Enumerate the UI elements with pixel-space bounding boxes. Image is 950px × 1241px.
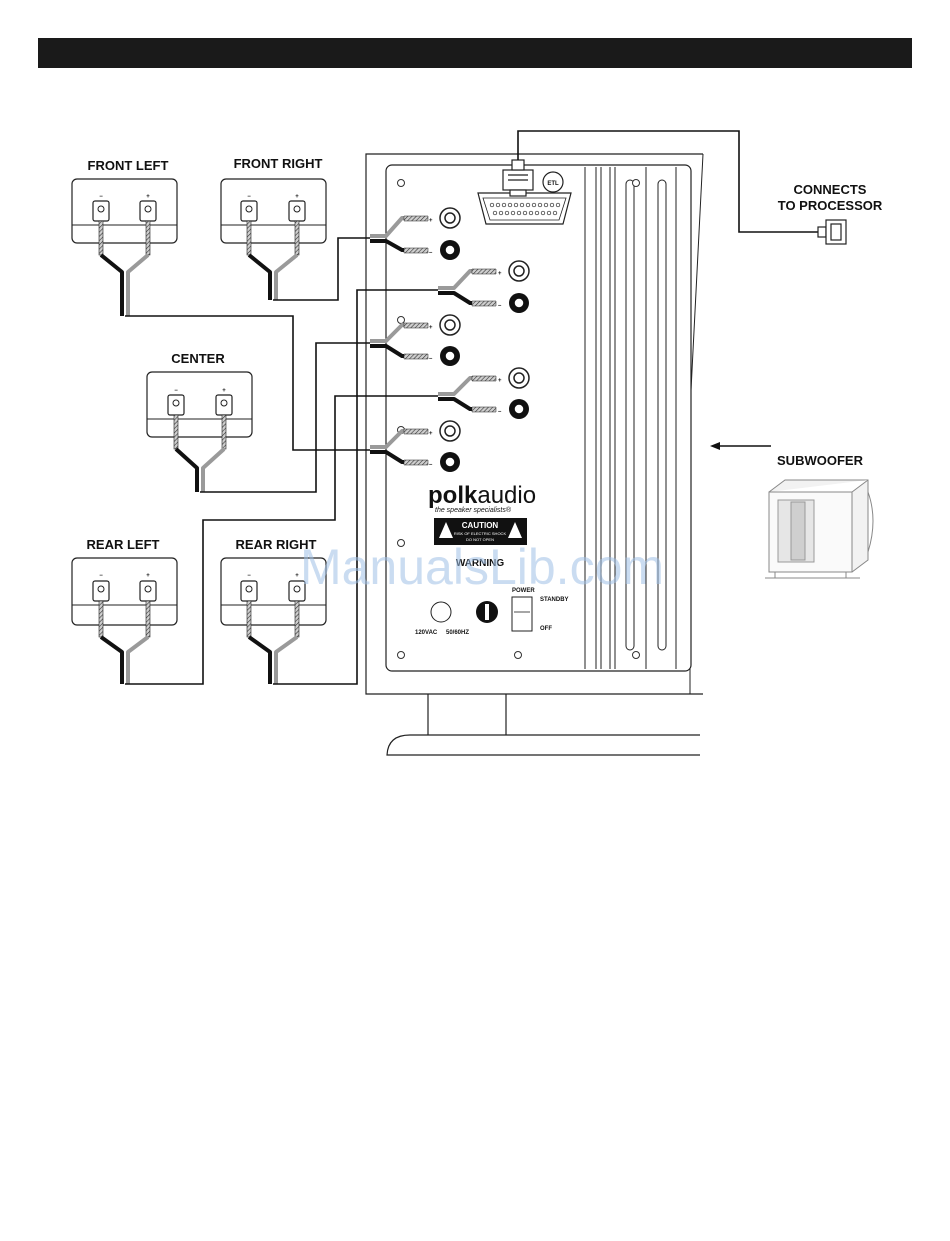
svg-text:CENTER: CENTER (171, 351, 225, 366)
svg-text:+: + (498, 378, 502, 384)
svg-text:ETL: ETL (547, 181, 559, 187)
svg-text:CONNECTS: CONNECTS (794, 182, 867, 197)
svg-text:+: + (429, 431, 433, 437)
svg-text:FRONT RIGHT: FRONT RIGHT (234, 156, 323, 171)
svg-text:STANDBY: STANDBY (540, 597, 569, 603)
svg-text:−: − (247, 194, 251, 200)
speaker-rear-left: REAR LEFT − + (72, 537, 177, 637)
terminal-plus-3 (440, 315, 460, 335)
terminal-minus-3 (440, 346, 460, 366)
svg-text:+: + (295, 573, 299, 579)
svg-text:−: − (247, 573, 251, 579)
speaker-front-right: FRONT RIGHT − + (221, 156, 326, 255)
svg-text:RISK OF ELECTRIC SHOCK: RISK OF ELECTRIC SHOCK (454, 531, 507, 536)
speaker-front-left: FRONT LEFT − + (72, 158, 177, 255)
svg-text:+: + (429, 325, 433, 331)
svg-text:+: + (146, 573, 150, 579)
svg-text:50/60HZ: 50/60HZ (446, 630, 469, 636)
svg-text:SUBWOOFER: SUBWOOFER (777, 453, 864, 468)
etl-cert-icon: ETL (543, 172, 563, 192)
svg-text:TO PROCESSOR: TO PROCESSOR (778, 198, 883, 213)
fuse-holder (431, 602, 451, 622)
svg-text:CAUTION: CAUTION (462, 521, 499, 530)
terminal-plus-4 (509, 368, 529, 388)
svg-text:+: + (295, 194, 299, 200)
svg-text:REAR LEFT: REAR LEFT (87, 537, 160, 552)
svg-text:+: + (222, 388, 226, 394)
svg-text:+: + (146, 194, 150, 200)
svg-text:−: − (99, 573, 103, 579)
terminal-plus-2 (509, 261, 529, 281)
svg-text:OFF: OFF (540, 626, 552, 632)
power-indicator-icon (476, 601, 498, 623)
terminal-minus-5 (440, 452, 460, 472)
cabinet-stand (387, 694, 700, 755)
terminal-minus-4 (509, 399, 529, 419)
svg-text:FRONT LEFT: FRONT LEFT (88, 158, 169, 173)
svg-text:−: − (174, 388, 178, 394)
terminal-minus-1 (440, 240, 460, 260)
terminal-plus-5 (440, 421, 460, 441)
terminal-minus-2 (509, 293, 529, 313)
svg-text:−: − (99, 194, 103, 200)
terminal-plus-1 (440, 208, 460, 228)
power-switch (512, 597, 532, 631)
subwoofer-cabinet-icon (765, 480, 873, 578)
speaker-center: CENTER − + (147, 351, 252, 449)
subwoofer-panel: ETL +– +– +– +– +– (366, 154, 703, 755)
svg-text:the speaker specialists®: the speaker specialists® (435, 506, 512, 514)
svg-text:+: + (498, 271, 502, 277)
svg-text:polkaudio: polkaudio (428, 482, 536, 509)
svg-text:120VAC: 120VAC (415, 630, 438, 636)
processor-plug (818, 220, 846, 244)
subwoofer-callout: SUBWOOFER (710, 442, 864, 468)
db25-port (478, 193, 571, 224)
processor-callout: CONNECTS TO PROCESSOR (778, 182, 883, 213)
watermark: ManualsLib.com (300, 539, 664, 595)
svg-text:+: + (429, 218, 433, 224)
